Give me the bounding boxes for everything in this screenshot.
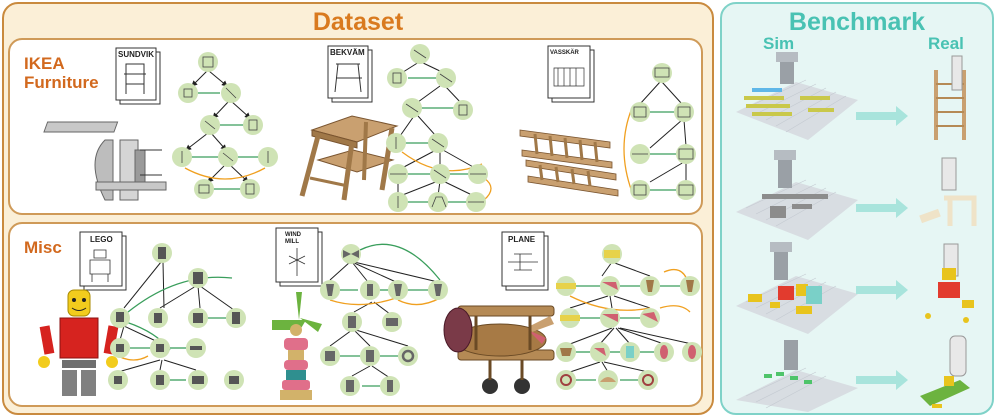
benchmark-title: Benchmark: [788, 8, 926, 36]
real-scene-3: [925, 243, 974, 323]
manual-sundvik: SUNDVIK: [115, 47, 161, 105]
manual-vasskar: VASSKÄR: [547, 45, 595, 103]
windmill-render: [272, 292, 322, 400]
manual-title-sundvik: SUNDVIK: [118, 50, 154, 59]
windmill-assembly-graph: [320, 243, 448, 396]
ikea-label-line1: IKEA: [24, 54, 65, 73]
plane-assembly-graph: [556, 244, 702, 390]
vasskar-rail-render: [519, 129, 619, 197]
manual-windmill: WIND MILL: [275, 227, 323, 287]
sim-to-real-arrow-2: [856, 198, 908, 218]
sim-to-real-arrow-1: [856, 106, 908, 126]
real-column-label: Real: [928, 34, 964, 53]
sim-scene-1: [736, 52, 858, 140]
sim-to-real-arrow-3: [856, 280, 908, 300]
dataset-title: Dataset: [312, 8, 404, 36]
manual-title-lego: LEGO: [90, 235, 113, 244]
manual-lego: LEGO: [79, 231, 127, 291]
sim-to-real-arrow-4: [856, 370, 908, 390]
ikea-label: IKEA Furniture: [24, 54, 99, 92]
manual-title-vasskar: VASSKÄR: [550, 49, 580, 56]
plane-render: [443, 305, 555, 394]
real-scene-1: [934, 55, 966, 140]
bekvam-stepstool-render: [299, 115, 399, 201]
real-scene-2: [919, 157, 977, 226]
manual-bekvam: BEKVÄM: [327, 45, 373, 103]
lego-minifigure-render: [38, 289, 119, 396]
sim-column-label: Sim: [763, 34, 795, 53]
real-scene-4: [920, 335, 970, 408]
manual-title-wind: WIND: [285, 232, 302, 238]
sim-scene-4: [736, 340, 858, 412]
bekvam-assembly-graph: [386, 44, 492, 212]
sundvik-assembly-graph: [172, 52, 278, 199]
ikea-label-line2: Furniture: [24, 73, 99, 92]
manual-plane: PLANE: [501, 231, 549, 291]
manual-title-plane: PLANE: [508, 235, 536, 244]
misc-label: Misc: [24, 238, 62, 257]
manual-title-bekvam: BEKVÄM: [330, 48, 365, 57]
vasskar-assembly-graph: [623, 63, 696, 200]
manual-title-mill: MILL: [285, 239, 299, 245]
sim-scene-2: [736, 150, 858, 240]
sundvik-exploded-parts: [43, 121, 167, 201]
sim-scene-3: [736, 242, 858, 334]
lego-assembly-graph: [108, 243, 246, 390]
